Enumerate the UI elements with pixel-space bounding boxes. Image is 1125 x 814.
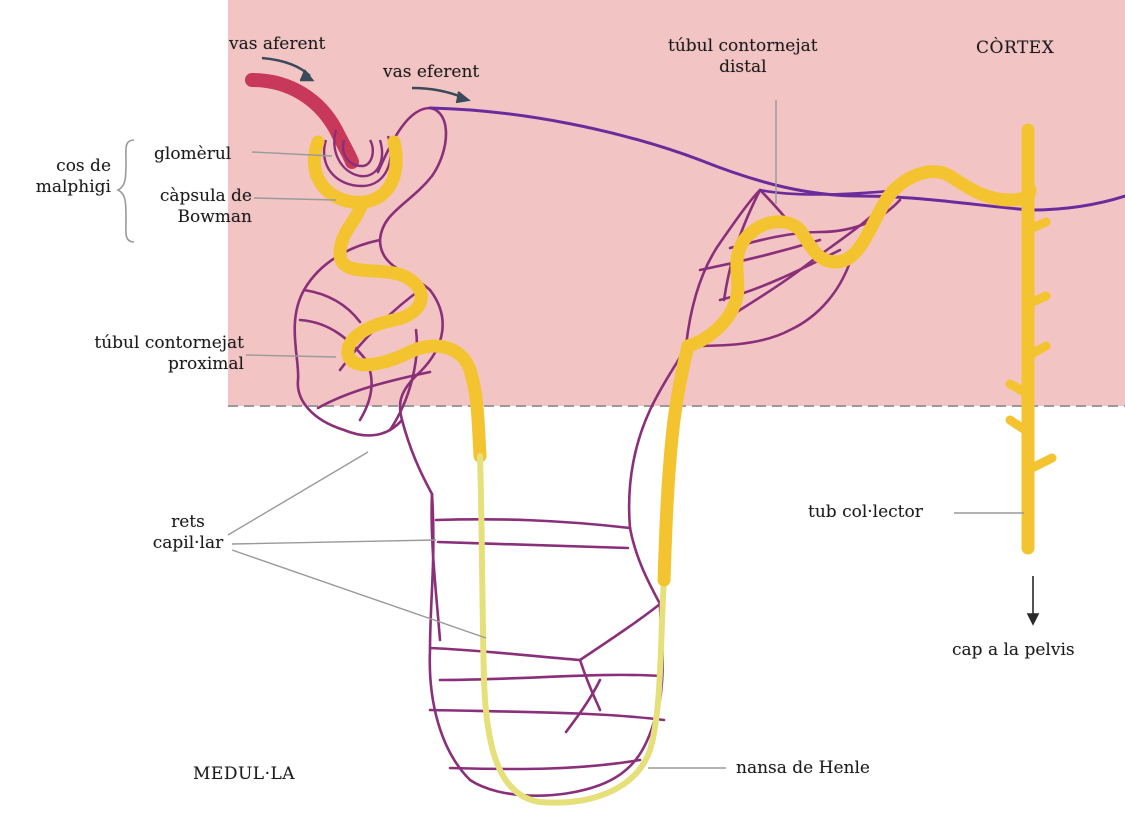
label-tubul-proximal-line2: proximal (52, 354, 244, 375)
label-tubul-proximal-line1: túbul contornejat (52, 333, 244, 354)
label-tubul-proximal: túbul contornejat proximal (52, 333, 244, 376)
label-capsula-line1: càpsula de (132, 186, 252, 207)
label-cap-pelvis: cap a la pelvis (952, 640, 1075, 661)
label-capsula-bowman: càpsula de Bowman (132, 186, 252, 229)
label-vas-eferent: vas eferent (383, 62, 479, 83)
label-nansa-henle: nansa de Henle (736, 758, 870, 779)
down-arrow-icon (1028, 576, 1038, 624)
label-tub-collector: tub col·lector (808, 502, 923, 523)
label-vas-aferent: vas aferent (229, 34, 325, 55)
label-cortex: CÒRTEX (976, 38, 1054, 59)
label-tubul-distal-line2: distal (668, 57, 818, 78)
label-rets-line2: capil·lar (150, 533, 226, 554)
label-tubul-distal-line1: túbul contornejat (668, 36, 818, 57)
label-tubul-distal: túbul contornejat distal (668, 36, 818, 79)
label-cos-malphigi-line2: malphigi (5, 177, 111, 198)
label-rets-line1: rets (150, 512, 226, 533)
label-capsula-line2: Bowman (132, 207, 252, 228)
label-glomerul: glomèrul (154, 144, 231, 165)
label-cos-malphigi-line1: cos de (5, 156, 111, 177)
label-cos-malphigi: cos de malphigi (5, 156, 111, 199)
label-medulla: MEDUL·LA (193, 764, 295, 785)
label-rets-capillar: rets capil·lar (150, 512, 226, 555)
